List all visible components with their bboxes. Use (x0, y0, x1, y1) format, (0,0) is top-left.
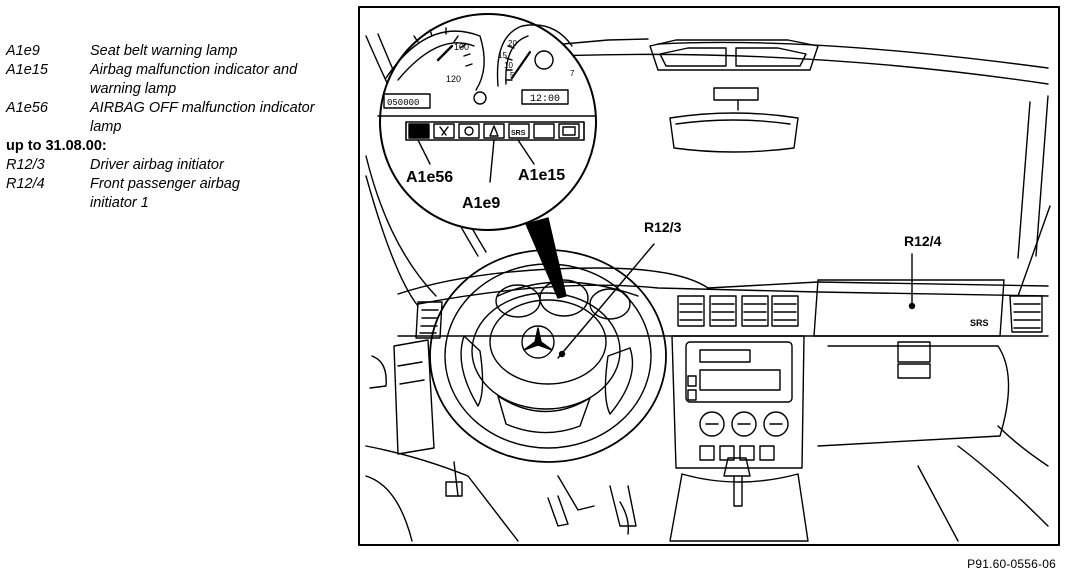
pedals (547, 495, 630, 535)
legend-desc: Airbag malfunction indicator and warning… (90, 61, 351, 99)
steering-wheel (429, 249, 667, 463)
legend-desc: Front passenger airbag initiator 1 (90, 175, 351, 213)
callout-a1e9: A1e9 (462, 195, 500, 212)
tacho-tick: 20 (508, 39, 517, 48)
left-air-vent (415, 301, 443, 339)
callout-a1e15: A1e15 (518, 167, 565, 184)
srs-lamp (508, 123, 530, 139)
legend-desc: Seat belt warning lamp (90, 43, 238, 59)
legend-code: A1e56 (6, 100, 48, 116)
legend-code: A1e9 (6, 43, 40, 59)
clock-display (521, 89, 569, 105)
callout-a1e56: A1e56 (406, 169, 453, 186)
dashboard-drawing: 100 120 20 15 10 5 7 050000 12:00 (358, 6, 1060, 546)
passenger-dashboard (813, 279, 1049, 467)
tacho-tick: 10 (504, 61, 513, 70)
leader-a1e56 (417, 139, 431, 165)
legend-row-a1e56: A1e56 AIRBAG OFF malfunction indicator l… (6, 99, 351, 137)
dashboard-figure: 100 120 20 15 10 5 7 050000 12:00 (358, 6, 1060, 546)
legend: A1e9 Seat belt warning lamp A1e15 Airbag… (6, 42, 351, 213)
odometer-value: 050000 (387, 98, 419, 108)
legend-desc-line2: lamp (90, 119, 122, 135)
r123-point (558, 350, 566, 358)
legend-desc-line1: AIRBAG OFF malfunction indicator (90, 100, 315, 116)
battery-lamp (558, 123, 580, 139)
leader-a1e9 (489, 139, 495, 183)
center-console (671, 335, 805, 469)
speedometer: 100 120 (385, 27, 485, 91)
legend-code: R12/3 (6, 157, 45, 173)
brake-lamp (458, 123, 480, 139)
dash-srs-label: SRS (970, 318, 989, 328)
legend-row-r124: R12/4 Front passenger airbag initiator 1 (6, 175, 351, 213)
airbag-off-lamp (408, 123, 430, 139)
magnifier-circle: 100 120 20 15 10 5 7 050000 12:00 (377, 13, 597, 231)
tacho-tick: 15 (498, 51, 507, 60)
r124-point (908, 302, 916, 310)
legend-code: A1e15 (6, 62, 48, 78)
center-air-vents (677, 295, 799, 327)
figure-frame (358, 6, 1060, 546)
warning-lamp-strip: SRS (405, 121, 585, 141)
legend-code: R12/4 (6, 176, 45, 192)
rear-view-mirror (669, 112, 799, 153)
tacho-mark: 7 (570, 69, 575, 78)
cluster-knob-icon (473, 91, 487, 105)
overhead-console (649, 39, 819, 111)
legend-desc: AIRBAG OFF malfunction indicator lamp (90, 99, 351, 137)
legend-desc-line2: initiator 1 (90, 195, 149, 211)
a-pillars (365, 155, 1051, 307)
legend-row-r123: R12/3 Driver airbag initiator (6, 156, 351, 175)
clock-value: 12:00 (530, 94, 560, 105)
seat-belt-lamp (483, 123, 505, 139)
leader-r123 (557, 243, 655, 359)
leader-a1e15 (517, 139, 535, 165)
right-air-vent (1009, 295, 1043, 333)
magnifier-pointer (525, 217, 567, 299)
tacho-tick: 5 (510, 71, 515, 80)
legend-row-a1e9: A1e9 Seat belt warning lamp (6, 42, 351, 61)
legend-heading: up to 31.08.00: (6, 138, 107, 154)
srs-lamp-label: SRS (511, 130, 526, 137)
tachometer: 20 15 10 5 7 (496, 24, 575, 87)
legend-desc-line1: Airbag malfunction indicator and (90, 62, 298, 78)
callout-r124: R12/4 (904, 233, 942, 249)
legend-desc-line2: warning lamp (90, 81, 177, 97)
right-lower-area (917, 445, 1049, 542)
speed-tick: 100 (454, 42, 469, 52)
left-lower-area (365, 339, 637, 542)
lighting-lamp (433, 123, 455, 139)
engine-lamp (533, 123, 555, 139)
legend-desc-line1: Front passenger airbag (90, 176, 240, 192)
star-emblem (521, 325, 555, 359)
gear-lever (669, 457, 809, 542)
odometer-display (383, 93, 431, 109)
figure-reference: P91.60-0556-06 (967, 557, 1056, 571)
legend-row-a1e15: A1e15 Airbag malfunction indicator and w… (6, 61, 351, 99)
legend-desc: Driver airbag initiator (90, 157, 224, 173)
speed-tick: 120 (446, 74, 461, 84)
callout-r123: R12/3 (644, 219, 682, 235)
